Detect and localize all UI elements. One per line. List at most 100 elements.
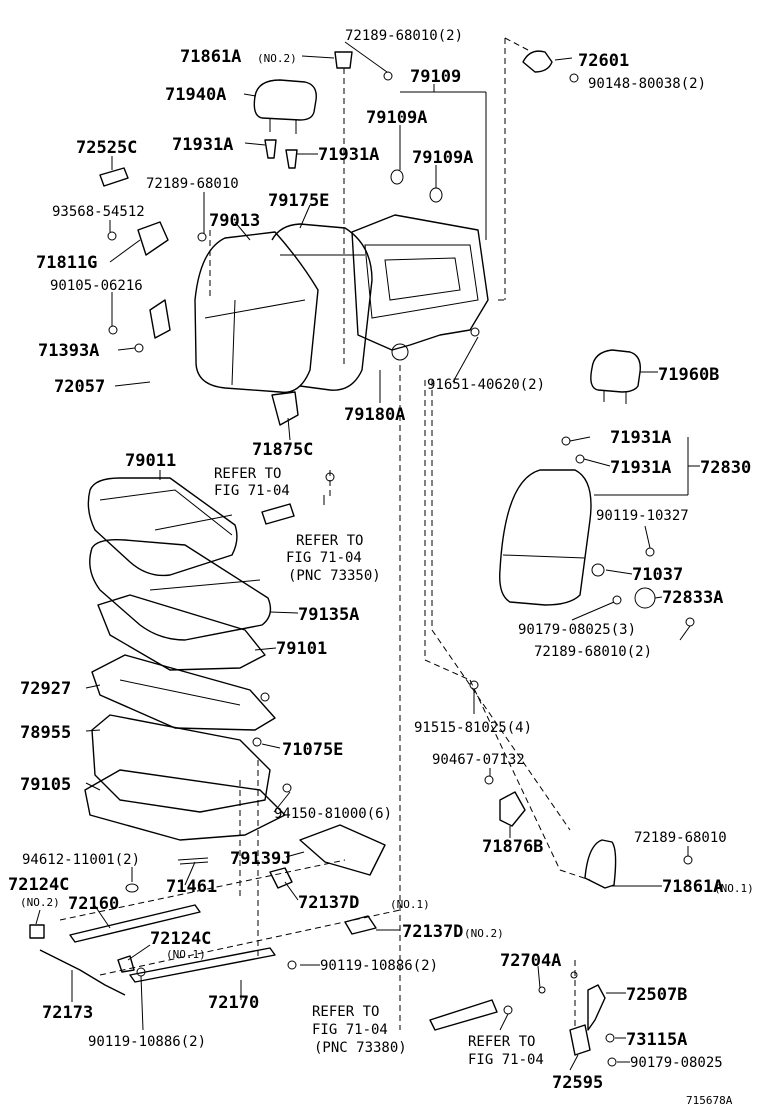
lever-72507b: [587, 984, 606, 1031]
label-79109a-1: 79109A: [366, 108, 427, 128]
label-94612-11001: 94612-11001(2): [22, 852, 140, 868]
label-no2-c: (NO.2): [464, 927, 504, 940]
label-71811g: 71811G: [36, 253, 97, 273]
label-72137d-no1: 72137D: [298, 893, 359, 913]
label-no1-c: (NO.1): [166, 948, 206, 961]
label-72927: 72927: [20, 679, 71, 699]
refer3-line1: REFER TO: [312, 1004, 379, 1020]
refer4-line2: FIG 71-04: [468, 1052, 544, 1068]
label-93568-54512: 93568-54512: [52, 204, 145, 220]
label-71037: 71037: [632, 565, 683, 585]
refer4-line1: REFER TO: [468, 1034, 535, 1050]
label-79105: 79105: [20, 775, 71, 795]
label-79011: 79011: [125, 451, 176, 471]
handle-refer3: [429, 999, 498, 1031]
label-72137d-no2: 72137D: [402, 922, 463, 942]
label-79175e: 79175E: [268, 191, 329, 211]
seat-frame-72927: [91, 654, 276, 731]
seat-base-79105: [84, 769, 286, 841]
label-71931a-l1: 71931A: [172, 135, 233, 155]
label-90467-07132: 90467-07132: [432, 752, 525, 768]
seatback-79013: [194, 231, 319, 394]
label-79101: 79101: [276, 639, 327, 659]
label-90119-10886-a: 90119-10886(2): [320, 958, 438, 974]
label-71931a-r1: 71931A: [610, 428, 671, 448]
label-79013: 79013: [209, 211, 260, 231]
label-71075e: 71075E: [282, 740, 343, 760]
refer1-line2: FIG 71-04: [214, 483, 290, 499]
leader-lines: [35, 41, 700, 1071]
label-72189-68010-2-r: 72189-68010(2): [534, 644, 652, 660]
label-90179-08025: 90179-08025: [630, 1055, 723, 1071]
label-90148-80038: 90148-80038(2): [588, 76, 706, 92]
seatback-79175e: [271, 223, 373, 391]
label-72704a: 72704A: [500, 951, 561, 971]
headrest-71960b: [590, 349, 641, 404]
seat-cushion-78955: [91, 714, 271, 813]
refer2-line1: REFER TO: [296, 533, 363, 549]
label-no1-a: (NO.1): [714, 882, 754, 895]
label-71876b: 71876B: [482, 837, 543, 857]
label-72173: 72173: [42, 1003, 93, 1023]
seatback-frame-79109: [351, 214, 489, 361]
label-90179-08025-3: 90179-08025(3): [518, 622, 636, 638]
catalog-id: 715678A: [686, 1094, 733, 1107]
bracket-72137d-no2: [344, 915, 377, 935]
seat-cushion-79135a: [89, 538, 272, 641]
label-90119-10886-b: 90119-10886(2): [88, 1034, 206, 1050]
label-71861a-no1: 71861A: [662, 877, 723, 897]
refer1-line1: REFER TO: [214, 466, 281, 482]
label-72124c-no2: 72124C: [8, 875, 69, 895]
label-72830: 72830: [700, 458, 751, 478]
label-72189-68010-r2: 72189-68010: [634, 830, 727, 846]
label-72189-68010-l: 72189-68010: [146, 176, 239, 192]
label-79109: 79109: [410, 67, 461, 87]
label-71931a-l2: 71931A: [318, 145, 379, 165]
label-72833a: 72833A: [662, 588, 723, 608]
seat-pan-79101: [97, 594, 266, 671]
label-71461: 71461: [166, 877, 217, 897]
label-71940a: 71940A: [165, 85, 226, 105]
label-71393a: 71393A: [38, 341, 99, 361]
bracket-72137d-no1: [269, 867, 293, 889]
refer3-line2: FIG 71-04: [312, 1022, 388, 1038]
label-79180a: 79180A: [344, 405, 405, 425]
armrest-72830: [499, 469, 592, 606]
label-72124c-no1: 72124C: [150, 929, 211, 949]
seat-rails-72160-72170: [69, 904, 276, 983]
label-71960b: 71960B: [658, 365, 719, 385]
label-73115a: 73115A: [626, 1030, 687, 1050]
part-labels: 71861A (NO.2) 72189-68010(2) 72601 90148…: [8, 28, 754, 1107]
support-79139j: [299, 824, 386, 876]
label-no2-b: (NO.2): [20, 896, 60, 909]
label-72057: 72057: [54, 377, 105, 397]
label-72189-68010-2-top: 72189-68010(2): [345, 28, 463, 44]
label-72160: 72160: [68, 894, 119, 914]
label-71931a-r2: 71931A: [610, 458, 671, 478]
label-no1-b: (NO.1): [390, 898, 430, 911]
seat-cushion-79011: [87, 477, 238, 577]
label-91651-40620: 91651-40620(2): [427, 377, 545, 393]
label-79139j: 79139J: [230, 849, 291, 869]
label-90119-10327: 90119-10327: [596, 508, 689, 524]
cover-71861a-no1: [584, 839, 617, 889]
label-78955: 78955: [20, 723, 71, 743]
refer3-line3: (PNC 73380): [314, 1040, 407, 1056]
fasteners: [29, 50, 695, 1067]
label-72170: 72170: [208, 993, 259, 1013]
label-no2-a: (NO.2): [257, 52, 297, 65]
label-71875c: 71875C: [252, 440, 313, 460]
label-72507b: 72507B: [626, 985, 687, 1005]
label-90105-06216: 90105-06216: [50, 278, 143, 294]
towel-bar-72173: [39, 949, 126, 996]
refer2-line2: FIG 71-04: [286, 550, 362, 566]
hinge-71876b: [499, 791, 526, 827]
refer2-line3: (PNC 73350): [288, 568, 381, 584]
headrest-71940a: [253, 79, 317, 134]
label-79109a-2: 79109A: [412, 148, 473, 168]
label-72595: 72595: [552, 1073, 603, 1093]
label-94150-81000: 94150-81000(6): [274, 806, 392, 822]
label-91515-81025: 91515-81025(4): [414, 720, 532, 736]
